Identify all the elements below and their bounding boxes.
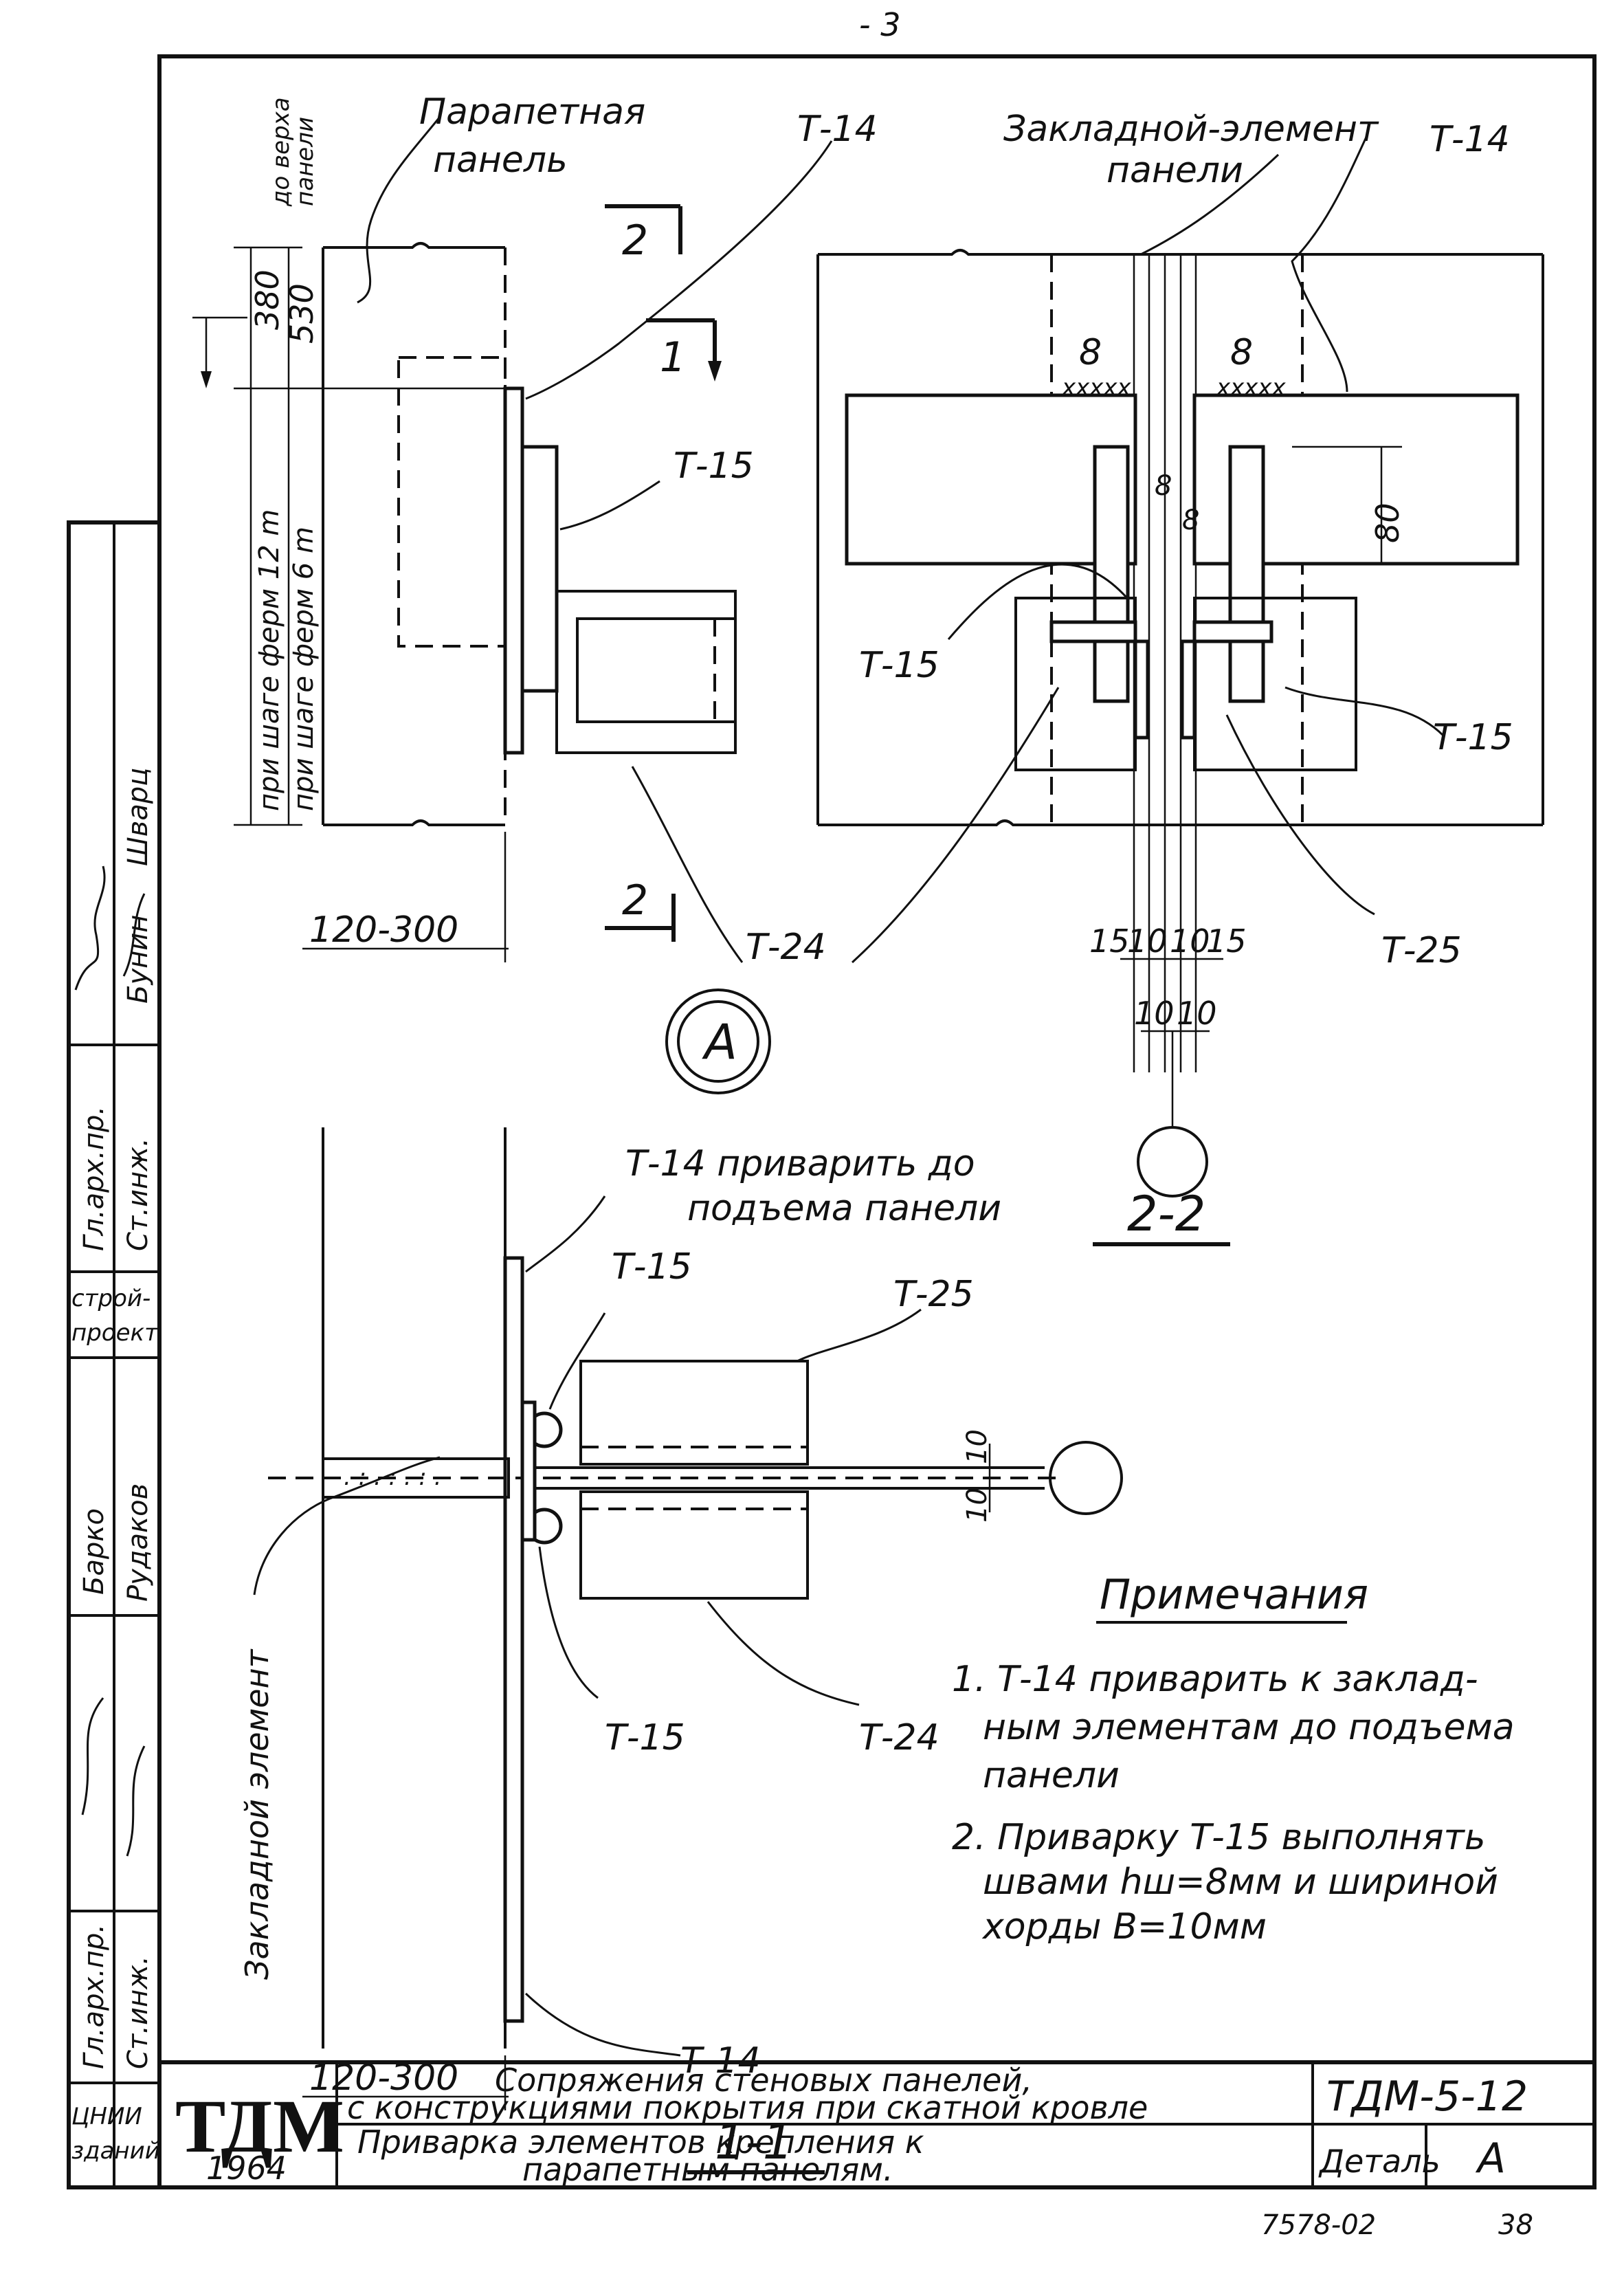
view-top-left: Парапетная панель до верха панели 380 53… [192,91,1060,968]
title-section-2-2: 2-2 [1127,1186,1205,1242]
note-1-line-1: 1. Т-14 приварить к заклад- [952,1659,1478,1700]
stamp-name-4: Рудаков [122,1483,154,1602]
stamp-org-d: зданий [71,2137,160,2165]
note-2-line-3: хорды В=10мм [981,1906,1267,1947]
title-year: 1964 [206,2150,287,2187]
note-1-line-3: панели [983,1755,1120,1796]
label-step-6: при шаге ферм 6 m [288,527,320,811]
label-t15-top: Т-15 [674,445,754,487]
stamp-role-1: Гл.арх.пр. [78,1106,110,1251]
stamp-name-1: Шварц [122,768,154,866]
dim-15-right: 15 [1206,923,1247,960]
dim-10-lower-right: 10 [1177,995,1217,1032]
stamp-role-2: Ст.инж. [122,1138,154,1251]
label-t15-s11-bottom: Т-15 [605,1717,685,1758]
note-1-line-2: ным элементам до подъема [983,1707,1515,1748]
subtitle-line-1: Приварка элементов крепления к [357,2123,924,2161]
stamp-org-a: строй- [71,1285,151,1312]
subtitle-line-2: парапетным панелям. [522,2151,893,2188]
page-mark: - 3 [859,6,901,43]
weld-size-b: 8 [1230,332,1253,373]
sheet-number: 7578-02 [1261,2209,1376,2241]
label-parapet-panel-2: панель [433,140,568,181]
dim-10-right: 10 [1170,923,1210,960]
label-t14-s22: Т-14 [1430,119,1510,160]
dim-10-b: 10 [961,1488,993,1523]
dim-10-a: 10 [961,1429,993,1464]
section-1: 1 [660,333,686,382]
weld-size-d: 8 [1182,505,1199,536]
section-2-bottom: 2 [622,876,648,925]
dim-80: 80 [1369,503,1406,543]
section-2-top: 2 [622,217,648,265]
label-t14-note-1: Т-14 приварить до [625,1143,975,1184]
title-block: ТДМ 1964 Сопряжения стеновых панелей, с … [159,2060,1594,2188]
stamp-role-3: Гл.арх.пр. [78,1924,110,2069]
dim-120-300-top: 120-300 [309,909,458,951]
stamp-org-c: ЦНИИ [71,2103,142,2130]
detail-marker: А [665,989,771,1094]
label-t15-s22-right: Т-15 [1433,717,1513,758]
dim-15-left: 15 [1089,923,1130,960]
label-t25-s22: Т-25 [1381,930,1462,971]
label-embedded-element-s11: Закладной элемент [238,1648,276,1980]
label-parapet-panel-1: Парапетная [419,91,645,133]
label-t15-s22-left: Т-15 [859,645,939,686]
dim-530: 530 [283,283,320,344]
stamp-org-b: проект [71,1319,159,1347]
dim-380: 380 [249,269,286,330]
label-t14-top: Т-14 [797,109,878,150]
view-section-2-2: xxxxx xxxxx Закладной-элемент панели Т-1… [816,109,1544,1246]
stamp-strip: Гл.арх.пр. Ст.инж. Шварц Бунин Барко Руд… [67,520,162,2189]
drawing-code: ТДМ-5-12 [1326,2073,1528,2121]
detail-label: Деталь [1318,2143,1441,2180]
label-t24-s11: Т-24 [859,1717,939,1758]
detail-value: А [1475,2134,1506,2183]
note-2-line-1: 2. Приварку Т-15 выполнять [952,1817,1485,1858]
view-section-1-1: . : . : . : . Т-14 приварить до подъема … [238,1127,1123,2174]
label-t14-note-2: подъема панели [687,1188,1001,1229]
title-line-2: с конструкциями покрытия при скатной кро… [347,2089,1148,2126]
note-2-line-2: швами hш=8мм и шириной [983,1862,1498,1903]
stamp-name-3: Барко [78,1508,110,1595]
dim-10-lower-left: 10 [1134,995,1175,1032]
label-embedded-element-2: панели [1106,150,1243,191]
label-embedded-element-1: Закладной-элемент [1003,109,1379,150]
logo-tdm: ТДМ [175,2084,344,2168]
label-to-top-2: панели [291,117,319,206]
detail-marker-label: А [702,1014,737,1070]
notes-heading: Примечания [1100,1571,1368,1619]
title-line-1: Сопряжения стеновых панелей, [495,2062,1032,2099]
weld-size-c: 8 [1155,470,1172,502]
label-step-12: при шаге ферм 12 m [254,509,285,811]
label-t24-top: Т-24 [746,927,826,968]
sheet-page: 38 [1498,2209,1533,2241]
label-to-top-1: до верха [267,97,295,207]
label-t15-s11-top: Т-15 [612,1246,692,1288]
label-t25-s11: Т-25 [893,1274,974,1315]
weld-hatch-1: xxxxx [1061,374,1131,401]
stamp-name-2: Бунин [122,915,154,1004]
notes: Примечания 1. Т-14 приварить к заклад- н… [952,1571,1515,1947]
weld-size-a: 8 [1079,332,1102,373]
dim-10-left: 10 [1127,923,1168,960]
stamp-role-4: Ст.инж. [122,1956,154,2069]
weld-hatch-2: xxxxx [1216,374,1286,401]
